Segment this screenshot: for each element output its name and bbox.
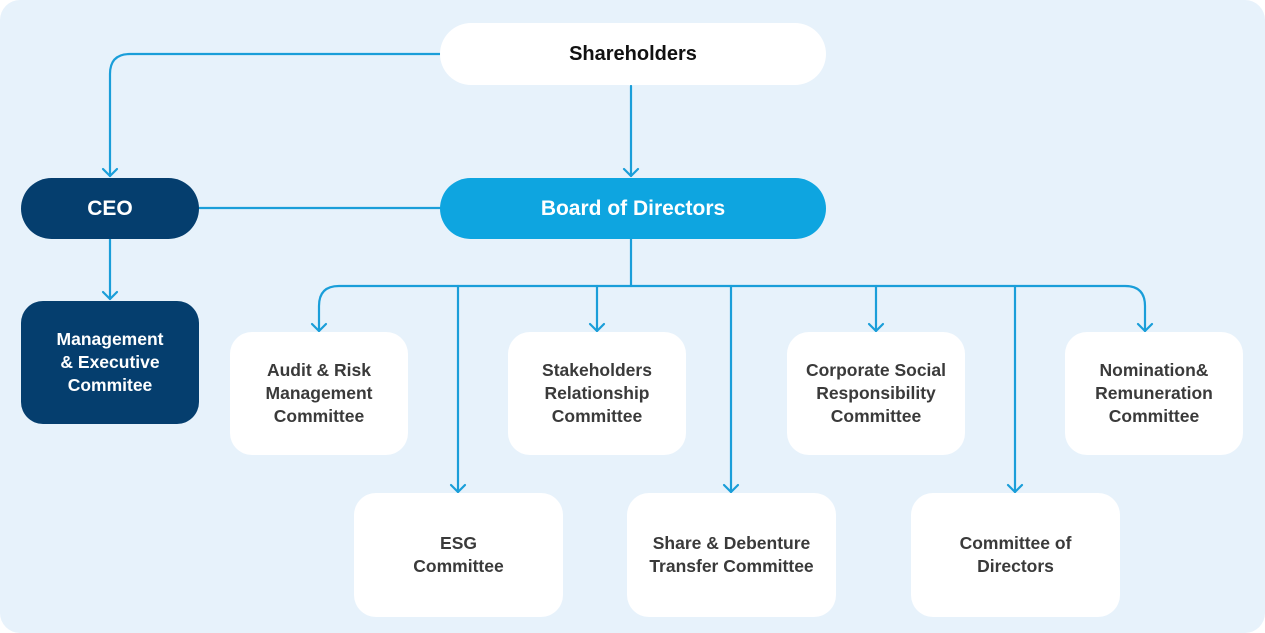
arrowhead-management [101,290,119,301]
audit-risk-committee-label: Audit & Risk Management Committee [265,360,373,426]
stakeholders-relationship-committee-node: Stakeholders Relationship Committee [508,332,686,455]
committee-of-directors-label: Committee of Directors [959,533,1072,576]
connector-shareholders-ceo [108,52,442,178]
shareholders-label: Shareholders [569,42,697,65]
management-executive-committee-label: Management & Executive Commitee [56,329,164,395]
arrowhead-ceo [101,167,119,178]
ceo-node: CEO [21,178,199,239]
arrowhead-csr [867,322,885,333]
board-of-directors-node: Board of Directors [440,178,826,239]
esg-committee-node: ESG Committee [354,493,563,617]
share-debenture-transfer-committee-label: Share & Debenture Transfer Committee [649,533,814,576]
arrowhead-esg [449,483,467,494]
arrowhead-share-transfer [722,483,740,494]
arrowhead-board [622,167,640,178]
nomination-remuneration-committee-node: Nomination& Remuneration Committee [1065,332,1243,455]
arrowhead-nomination [1136,322,1154,333]
esg-committee-label: ESG Committee [413,533,504,576]
management-executive-committee-node: Management & Executive Commitee [21,301,199,424]
shareholders-node: Shareholders [440,23,826,85]
arrowhead-committee-directors [1006,483,1024,494]
csr-committee-label: Corporate Social Responsibility Committe… [805,360,947,426]
nomination-remuneration-committee-label: Nomination& Remuneration Committee [1095,360,1213,426]
csr-committee-node: Corporate Social Responsibility Committe… [787,332,965,455]
ceo-label: CEO [87,197,133,220]
committee-of-directors-node: Committee of Directors [911,493,1120,617]
stakeholders-relationship-committee-label: Stakeholders Relationship Committee [542,360,652,426]
arrowhead-audit [310,322,328,333]
arrowhead-stakeholders [588,322,606,333]
board-of-directors-label: Board of Directors [540,197,726,220]
audit-risk-committee-node: Audit & Risk Management Committee [230,332,408,455]
share-debenture-transfer-committee-node: Share & Debenture Transfer Committee [627,493,836,617]
